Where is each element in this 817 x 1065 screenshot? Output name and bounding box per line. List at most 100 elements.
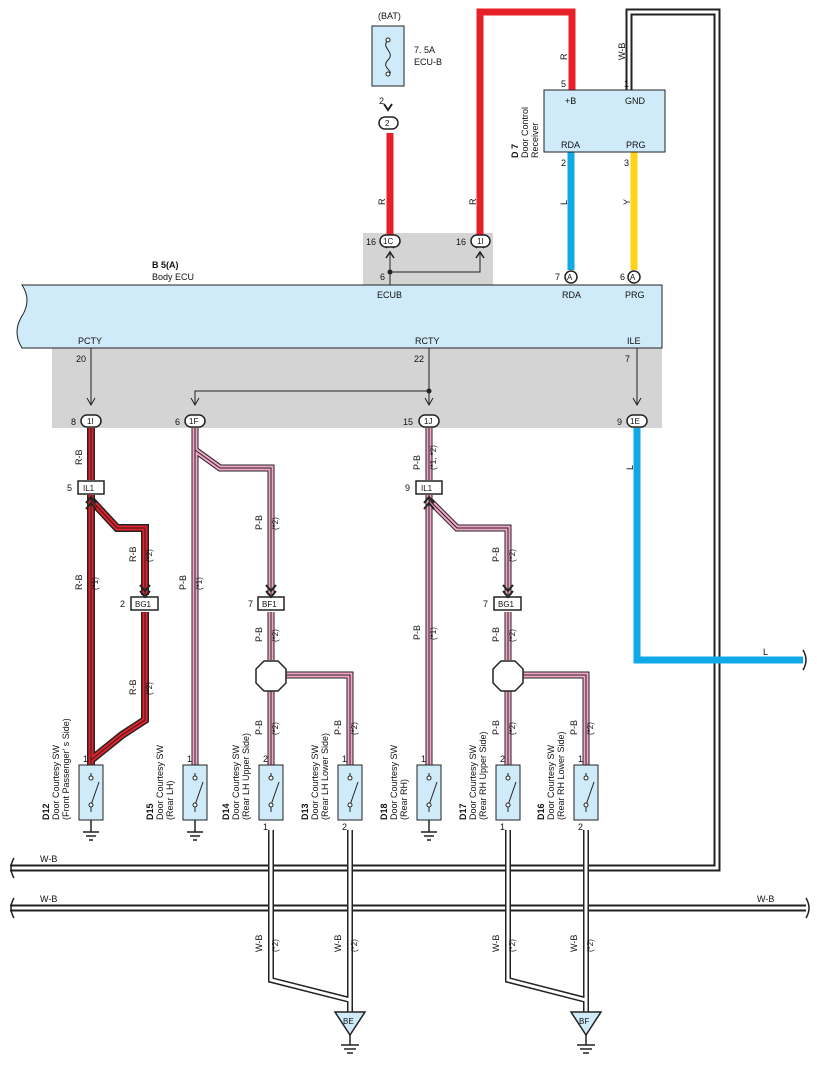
ecu-pin-ile: 7	[625, 354, 630, 364]
junction-1c-pin: 16	[366, 237, 376, 247]
chevron-arrows	[85, 495, 514, 599]
receiver-pin-prg: 3	[624, 158, 629, 168]
receiver-pin-b: 5	[561, 79, 566, 89]
body-ecu-box	[16, 284, 663, 349]
switch-pin: 1	[421, 754, 426, 764]
splice-lh	[255, 660, 287, 692]
wire-rb-label-c: R-B	[128, 547, 138, 563]
fuse-connector	[378, 116, 399, 130]
switch-code: D15	[145, 803, 155, 820]
switch-pin-bottom: 2	[342, 822, 347, 832]
junction-1c: 1C	[379, 234, 401, 249]
wb-harness-right	[10, 8, 806, 912]
note-12: (*1, *2)	[429, 445, 438, 470]
wire-rb-label-b: R-B	[74, 575, 84, 591]
note-2-h: (*2)	[508, 629, 517, 642]
bat-label: (BAT)	[378, 11, 401, 21]
svg-text:BG1: BG1	[498, 600, 515, 609]
wire-pb-label-b: P-B	[254, 515, 264, 530]
ecu-term-ile: ILE	[627, 336, 641, 346]
fuse-box	[371, 25, 405, 87]
wire-wb-label-a: W-B	[254, 935, 264, 952]
ecu-pin-rcty: 22	[414, 354, 424, 364]
receiver-code: D 7	[510, 144, 520, 158]
receiver-pin-rda: 2	[561, 158, 566, 168]
fuse-pin: 2	[379, 96, 384, 106]
switch-label: Door Courtesy SW	[389, 744, 399, 820]
connector-bg1-left: BG1	[130, 596, 159, 611]
junction-1e-pin: 9	[617, 417, 622, 427]
ground-bf: BF	[569, 1011, 603, 1054]
ecu-name: Body ECU	[152, 272, 194, 282]
wire-y-label-prg: Y	[622, 199, 632, 205]
switch-pin: 2	[500, 754, 505, 764]
note-1-c: (*1)	[429, 627, 438, 640]
switch-pin: 1	[83, 754, 88, 764]
wb-ground-wires	[268, 830, 589, 1012]
switch-pin-bottom: 2	[578, 822, 583, 832]
note-2-c: (*2)	[271, 517, 280, 530]
connector-a-rda	[564, 270, 578, 284]
ground-be: BE	[333, 1011, 367, 1054]
wire-pb-label-a: P-B	[178, 575, 188, 590]
wire-pb-label-k: P-B	[569, 720, 579, 735]
svg-text:1E: 1E	[630, 417, 640, 426]
switch-label: (Rear LH)	[165, 780, 175, 820]
wire-pb-label-g: P-B	[412, 625, 422, 640]
fuse-icon	[385, 39, 391, 75]
wire-r-label-1: R	[377, 198, 387, 205]
junction-1i-pin: 8	[71, 417, 76, 427]
receiver-name-1: Door Control	[520, 107, 530, 158]
svg-text:A: A	[567, 273, 573, 282]
ecu-code: B 5(A)	[152, 260, 179, 270]
switch-label: (Front Passenger' s Side)	[61, 718, 71, 820]
ecu-pin-prg: 6	[620, 272, 625, 282]
bf1-pin: 7	[248, 599, 253, 609]
wire-pb-label-e: P-B	[333, 720, 343, 735]
svg-text:1F: 1F	[189, 417, 198, 426]
wire-wb-label-gnd: W-B	[617, 43, 627, 60]
connector-il1-left: IL1	[77, 480, 105, 495]
junction-1i: 1I	[80, 414, 102, 428]
wire-pb-label-i: P-B	[491, 627, 501, 642]
note-2-b: (*2)	[145, 682, 154, 695]
wire-wb-label-b: W-B	[333, 935, 343, 952]
switch-pin-bottom: 1	[263, 822, 268, 832]
switch-code: D17	[458, 803, 468, 820]
ecu-term-rda: RDA	[562, 290, 581, 300]
wire-pb-label-d: P-B	[254, 720, 264, 735]
svg-text:1I: 1I	[87, 417, 94, 426]
connector-bf1: BF1	[257, 596, 285, 611]
switch-label: Door Courtesy SW	[468, 744, 478, 820]
switch-pin: 1	[342, 754, 347, 764]
receiver-pin-gnd: 1	[624, 79, 629, 89]
pb-wires	[191, 428, 590, 765]
red-wires	[386, 8, 576, 236]
switch-label: Door Courtesy SW	[546, 744, 556, 820]
door-control-receiver	[543, 89, 666, 153]
ecu-output-zone	[52, 348, 662, 428]
fuse-name: ECU-B	[414, 57, 442, 67]
note-2-l: (*2)	[350, 939, 359, 952]
wb-label-1: W-B	[40, 854, 57, 864]
wire-pb-label-f: P-B	[412, 455, 422, 470]
svg-text:IL1: IL1	[421, 484, 433, 493]
receiver-term-prg: PRG	[626, 140, 646, 150]
wire-r-label-2: R	[468, 198, 478, 205]
wb-label-3: W-B	[757, 894, 774, 904]
note-1-b: (*1)	[195, 577, 204, 590]
receiver-term-gnd: GND	[625, 96, 646, 106]
svg-text:BF1: BF1	[262, 600, 277, 609]
splice-rh	[492, 660, 524, 692]
il1-pin-left: 5	[67, 483, 72, 493]
switch-label: (Rear RH Lower Side)	[556, 731, 566, 820]
junction-1f: 1F	[184, 414, 206, 428]
switch-code: D12	[41, 803, 51, 820]
bg1-pin-right: 7	[483, 599, 488, 609]
wire-r-label-3: R	[559, 53, 569, 60]
